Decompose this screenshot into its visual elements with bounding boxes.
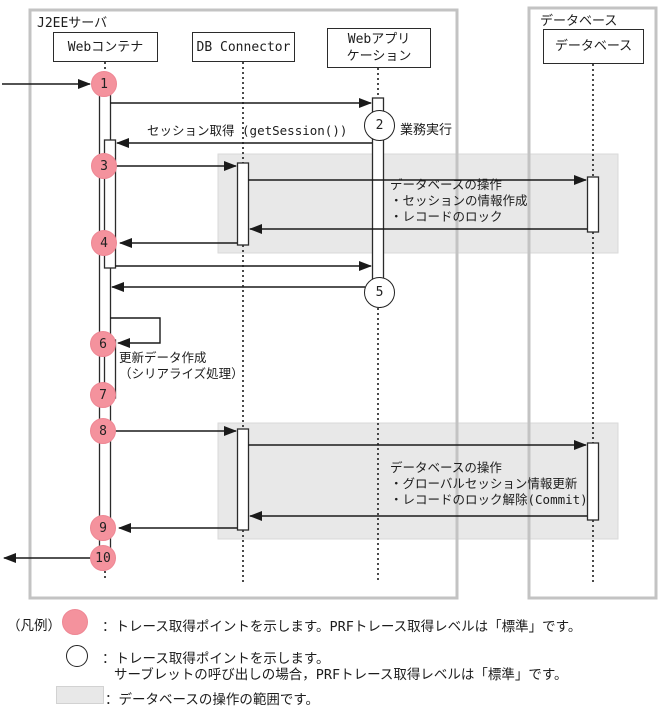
j2ee-server-frame [28, 8, 459, 600]
trace-point-5: 5 [364, 277, 395, 308]
message-arrows [2, 79, 587, 563]
trace-point-4: 4 [91, 230, 117, 256]
arrow-self-call-serialize [110, 317, 161, 348]
message-label-session-get: セッション取得 (getSession()) [147, 123, 348, 138]
legend-row2-line1: ：トレース取得ポイントを示します。 [102, 651, 330, 667]
activation-db-connector-2 [236, 428, 250, 531]
trace-point-number: 1 [100, 76, 108, 92]
trace-point-number: 4 [100, 235, 108, 251]
trace-point-number: 5 [375, 285, 384, 300]
trace-point-number: 10 [95, 550, 111, 566]
activation-database-2 [586, 442, 600, 521]
note-line: 更新データ作成 [119, 350, 207, 365]
lifeline-head-web-container: Webコンテナ [53, 32, 158, 62]
message-label-business-exec: 業務実行 [400, 123, 453, 138]
db-operation-area-1 [217, 153, 619, 254]
trace-point-9: 9 [90, 515, 116, 541]
note-line: ・セッションの情報作成 [390, 193, 528, 208]
trace-point-10: 10 [90, 545, 116, 571]
activation-web-container-nested-1 [103, 139, 117, 269]
trace-point-number: 9 [99, 520, 107, 536]
legend-title: （凡例） [7, 618, 61, 634]
activation-db-connector-1 [236, 162, 250, 246]
lifeline-label: Webコンテナ [67, 39, 144, 55]
db-operation-area-2 [217, 422, 619, 540]
activation-bars [98, 76, 600, 562]
note-line: （シリアライズ処理） [119, 366, 244, 381]
activation-database-1 [586, 176, 600, 233]
j2ee-server-label: J2EEサーバ [37, 16, 108, 31]
note-line: ・レコードのロック解除(Commit) [390, 492, 588, 507]
database-group-frame [527, 6, 658, 600]
trace-point-number: 2 [375, 118, 384, 133]
note-line: データベースの操作 [390, 460, 502, 475]
note-line: ・レコードのロック [390, 209, 503, 224]
trace-point-3: 3 [91, 153, 117, 179]
legend-open-circle-icon [66, 645, 88, 667]
legend-row1-text: ：トレース取得ポイントを示します。PRFトレース取得レベルは「標準」です。 [102, 619, 582, 635]
trace-point-1: 1 [91, 71, 117, 97]
trace-point-number: 7 [99, 387, 107, 403]
update-data-note: 更新データ作成 （シリアライズ処理） [119, 350, 244, 382]
database-group-label: データベース [540, 14, 618, 29]
note-line: データベースの操作 [390, 177, 502, 192]
lifeline-label-line1: Webアプリ [347, 32, 411, 47]
legend-pink-circle-icon [62, 609, 88, 635]
legend-row3-text: ：データベースの操作の範囲です。 [105, 692, 319, 708]
lifeline-label-line2: ケーション [346, 49, 412, 64]
legend-row2-line2: サーブレットの呼び出しの場合，PRFトレース取得レベルは「標準」です。 [114, 667, 568, 683]
trace-point-2: 2 [364, 110, 395, 141]
lifeline-label: データベース [554, 39, 633, 54]
legend-gray-area-icon [56, 686, 104, 704]
trace-point-6: 6 [90, 331, 116, 357]
trace-point-number: 6 [99, 336, 107, 352]
trace-point-number: 8 [99, 423, 107, 439]
lifeline-head-database: データベース [543, 29, 644, 64]
trace-point-7: 7 [90, 382, 116, 408]
lifeline-head-web-app: Webアプリ ケーション [327, 28, 431, 68]
trace-point-number: 3 [100, 158, 108, 174]
lifeline-label: DB Connector [196, 39, 291, 55]
lifeline-head-db-connector: DB Connector [192, 32, 295, 62]
trace-point-8: 8 [90, 418, 116, 444]
db-operation-note-1: データベースの操作 ・セッションの情報作成 ・レコードのロック [390, 177, 528, 225]
note-line: ・グローバルセッション情報更新 [390, 476, 578, 491]
db-operation-note-2: データベースの操作 ・グローバルセッション情報更新 ・レコードのロック解除(Co… [390, 460, 588, 508]
